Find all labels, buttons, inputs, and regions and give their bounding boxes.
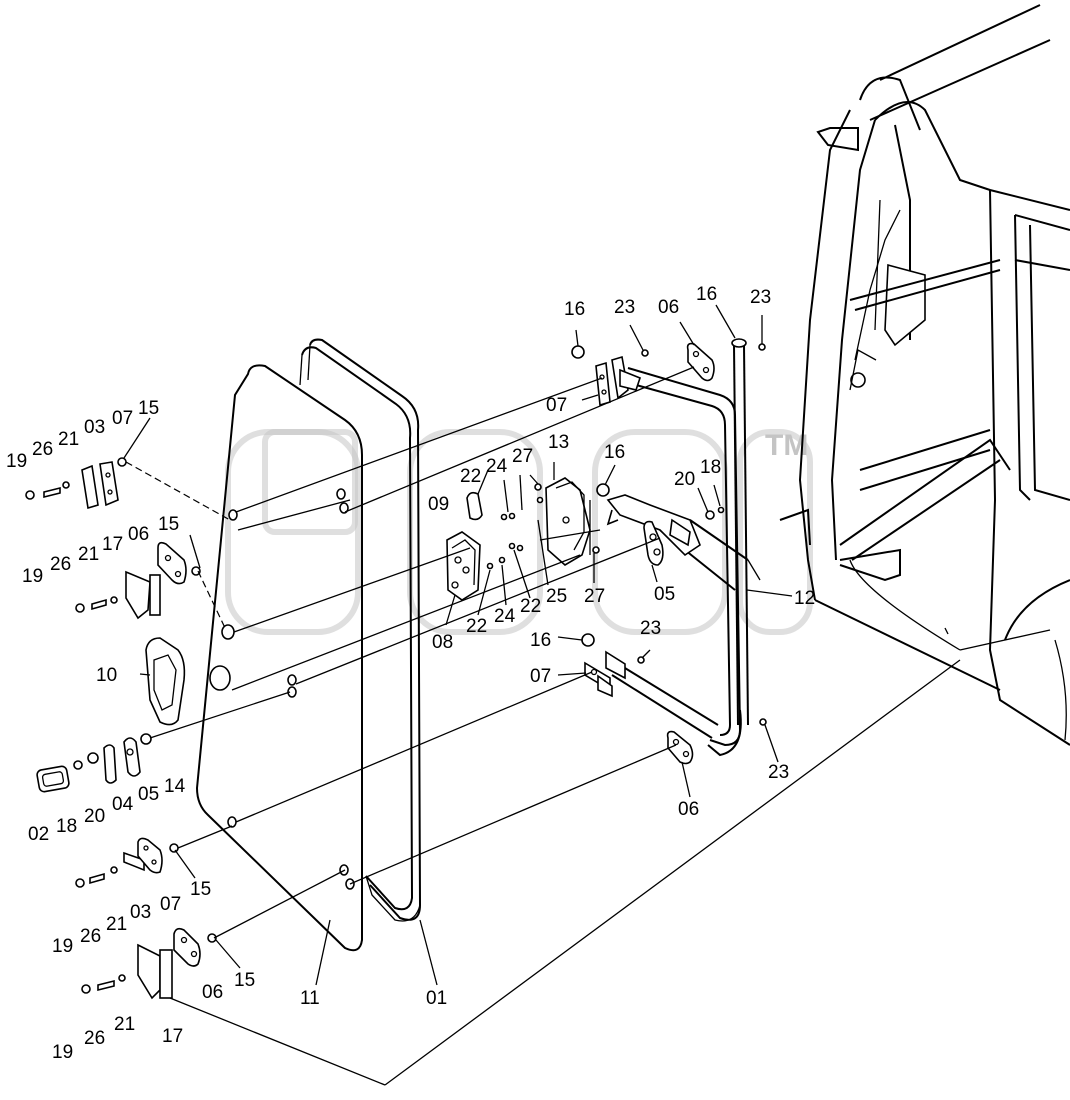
callout-04: 04 (112, 794, 134, 815)
handle-hardware (36, 733, 152, 793)
callout-labels: 19 26 21 03 07 15 19 26 21 17 06 15 10 0… (6, 284, 815, 1063)
callout-16: 16 (564, 299, 585, 320)
callout-06: 06 (202, 982, 223, 1003)
callout-26: 26 (84, 1028, 105, 1049)
callout-21: 21 (106, 914, 127, 935)
callout-24: 24 (494, 606, 516, 627)
callout-27: 27 (512, 446, 533, 467)
assembly-lines (125, 366, 961, 1086)
callout-19: 19 (6, 451, 27, 472)
callout-02: 02 (28, 824, 49, 845)
callout-21: 21 (78, 544, 99, 565)
callout-17: 17 (102, 534, 123, 555)
callout-19: 19 (52, 1042, 73, 1063)
callout-22: 22 (520, 596, 541, 617)
callout-20: 20 (84, 806, 105, 827)
callout-16: 16 (530, 630, 551, 651)
callout-22: 22 (466, 616, 487, 637)
callout-14: 14 (164, 776, 186, 797)
callout-23: 23 (640, 618, 661, 639)
callout-26: 26 (32, 439, 53, 460)
callout-07: 07 (112, 408, 133, 429)
callout-08: 08 (432, 632, 453, 653)
callout-26: 26 (80, 926, 101, 947)
callout-24: 24 (486, 456, 508, 477)
callout-26: 26 (50, 554, 71, 575)
callout-10: 10 (96, 665, 117, 686)
callout-03: 03 (84, 417, 105, 438)
callout-22: 22 (460, 466, 481, 487)
callout-07: 07 (546, 395, 567, 416)
left-upper-hinge-group (25, 457, 127, 510)
fasteners (486, 343, 767, 726)
callout-15: 15 (158, 514, 179, 535)
callout-18: 18 (56, 816, 77, 837)
callout-21: 21 (58, 429, 79, 450)
callout-18: 18 (700, 457, 721, 478)
left-second-hinge-group (75, 541, 201, 620)
callout-11: 11 (300, 988, 320, 1009)
callout-09: 09 (428, 494, 449, 515)
callout-06: 06 (678, 799, 699, 820)
callout-21: 21 (114, 1014, 135, 1035)
callout-23: 23 (768, 762, 789, 783)
callout-07: 07 (160, 894, 181, 915)
callout-27: 27 (584, 586, 605, 607)
cab-structure (779, 4, 1070, 746)
callout-15: 15 (138, 398, 159, 419)
callout-25: 25 (546, 586, 567, 607)
callout-15: 15 (190, 879, 211, 900)
callout-07: 07 (530, 666, 551, 687)
callout-19: 19 (22, 566, 43, 587)
callout-15: 15 (234, 970, 255, 991)
door-frame-tube (606, 338, 761, 757)
callout-17: 17 (162, 1026, 183, 1047)
callout-01: 01 (426, 988, 447, 1009)
frame-hinges (584, 342, 715, 765)
callout-05: 05 (654, 584, 675, 605)
callout-23: 23 (750, 287, 771, 308)
callout-06: 06 (128, 524, 149, 545)
callout-19: 19 (52, 936, 73, 957)
callout-05: 05 (138, 784, 159, 805)
leader-lines (123, 304, 793, 986)
callout-13: 13 (548, 432, 569, 453)
door-seal (299, 338, 422, 922)
callout-20: 20 (674, 469, 695, 490)
left-lower-hinge-group (75, 837, 179, 888)
callout-23: 23 (614, 297, 635, 318)
callout-16: 16 (604, 442, 625, 463)
door-handle (145, 637, 186, 726)
lock-assembly (446, 477, 591, 601)
callout-03: 03 (130, 902, 151, 923)
door-glass-panel (195, 364, 363, 952)
callout-06: 06 (658, 297, 679, 318)
callout-12: 12 (794, 588, 815, 609)
left-bottom-hinge-group (81, 927, 217, 1000)
callout-16: 16 (696, 284, 717, 305)
